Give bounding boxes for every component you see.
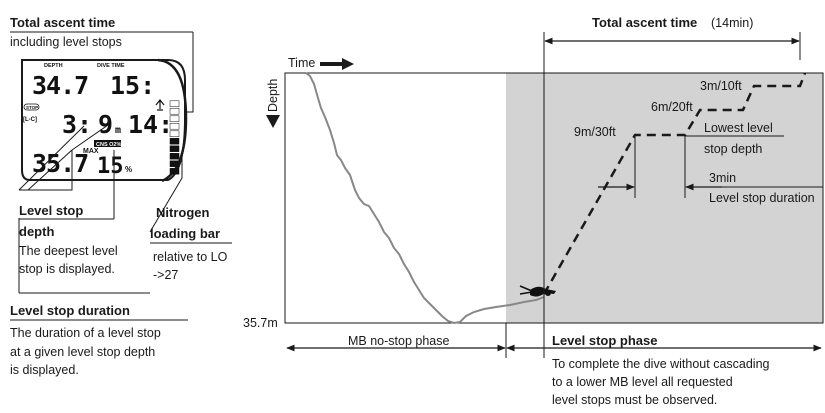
max-label: MAX (83, 148, 99, 155)
level-stop-desc-3: level stops must be observed. (552, 393, 717, 407)
depth-label: DEPTH (44, 63, 63, 69)
mb-no-stop-phase-label: MB no-stop phase (348, 334, 449, 348)
profile-frame (284, 72, 824, 324)
stop-depth-unit: m (115, 125, 121, 136)
nitrogen-bar-segment (169, 160, 180, 167)
nitrogen-desc-1: relative to LO (153, 250, 228, 264)
duration-label: Level stop duration (709, 191, 815, 205)
cns-badge-frame (94, 140, 121, 147)
depth-value: 34.7 (32, 71, 88, 100)
lowest-level-label-1: Lowest level (704, 121, 773, 135)
duration-value: 3min (709, 171, 736, 185)
duration-leader-diag (18, 125, 85, 191)
time-axis-label: Time (288, 56, 315, 70)
lowest-level-label-2: stop depth (704, 142, 762, 156)
stop-badge: STOP (26, 105, 38, 110)
cns-label: CNS O2% (96, 142, 121, 148)
nitrogen-bar-segment (169, 100, 180, 107)
total-ascent-chart-label: Total ascent time (592, 15, 697, 30)
ascent-time-value: 14: (128, 110, 173, 139)
level-stop-depth-title-2: depth (19, 224, 54, 239)
stop-3m-label: 3m/10ft (700, 79, 742, 93)
nitrogen-bar-segment (169, 123, 180, 130)
dive-computer-display: DEPTH DIVE TIME 34.7 15: STOP [L-C] 3: 9… (21, 58, 188, 183)
time-arrow-icon (320, 58, 354, 70)
depth-axis-label: Depth (266, 79, 280, 112)
nitrogen-title-2: loading bar (150, 226, 220, 241)
level-stop-depth-diag (27, 149, 73, 191)
stop-time-value: 3: (62, 110, 92, 139)
max-depth-label: 35.7m (243, 316, 278, 330)
stop-badge-frame (23, 103, 40, 111)
ascent-arrow-icon (155, 99, 165, 111)
nitrogen-desc-2: ->27 (153, 268, 178, 282)
level-stop-desc-1: To complete the dive without cascading (552, 357, 770, 371)
level-stop-duration-desc-2: at a given level stop depth (10, 345, 155, 359)
total-ascent-minutes: (14min) (711, 16, 753, 30)
level-stop-depth-desc-2: stop is displayed. (19, 262, 115, 276)
nitrogen-bar-segment (169, 130, 180, 137)
nitrogen-bar-segment (169, 138, 180, 145)
level-stop-depth-leader-a (19, 150, 73, 191)
level-stop-duration-desc-1: The duration of a level stop (10, 326, 161, 340)
level-stop-phase-area (506, 73, 823, 323)
depth-arrow-icon (266, 115, 280, 128)
total-ascent-subtitle: including level stops (10, 35, 122, 49)
descent-profile-line (305, 72, 545, 325)
level-stop-depth-desc-1: The deepest level (19, 244, 118, 258)
nitrogen-bar-segment (169, 168, 180, 175)
stop-6m-label: 6m/20ft (651, 100, 693, 114)
nitrogen-leader (149, 150, 183, 233)
nitrogen-title-1: Nitrogen (156, 205, 210, 220)
level-stop-desc-2: to a lower MB level all requested (552, 375, 733, 389)
nitrogen-bar-segment (169, 108, 180, 115)
level-stop-phase-label: Level stop phase (552, 333, 657, 348)
stop-9m-label: 9m/30ft (574, 125, 616, 139)
level-stop-duration-desc-3: is displayed. (10, 363, 79, 377)
nitrogen-bar-segment (169, 153, 180, 160)
total-ascent-title: Total ascent time (10, 15, 115, 30)
nitrogen-bar-segment (169, 115, 180, 122)
lc-badge: [L-C] (23, 117, 37, 123)
level-stop-depth-title-1: Level stop (19, 203, 83, 218)
cns-percent: % (125, 165, 132, 174)
nitrogen-loading-bar (169, 100, 180, 175)
nitrogen-bar-segment (169, 145, 180, 152)
dive-time-label: DIVE TIME (97, 63, 125, 69)
dive-time-value: 15: (110, 71, 155, 100)
level-stop-duration-title: Level stop duration (10, 303, 130, 318)
diver-icon (519, 285, 556, 297)
cns-value: 15 (97, 154, 124, 179)
max-depth-value: 35.7 (32, 149, 88, 178)
stop-depth-value: 9 (98, 110, 113, 139)
level-stop-depth-leader-b (71, 124, 109, 151)
